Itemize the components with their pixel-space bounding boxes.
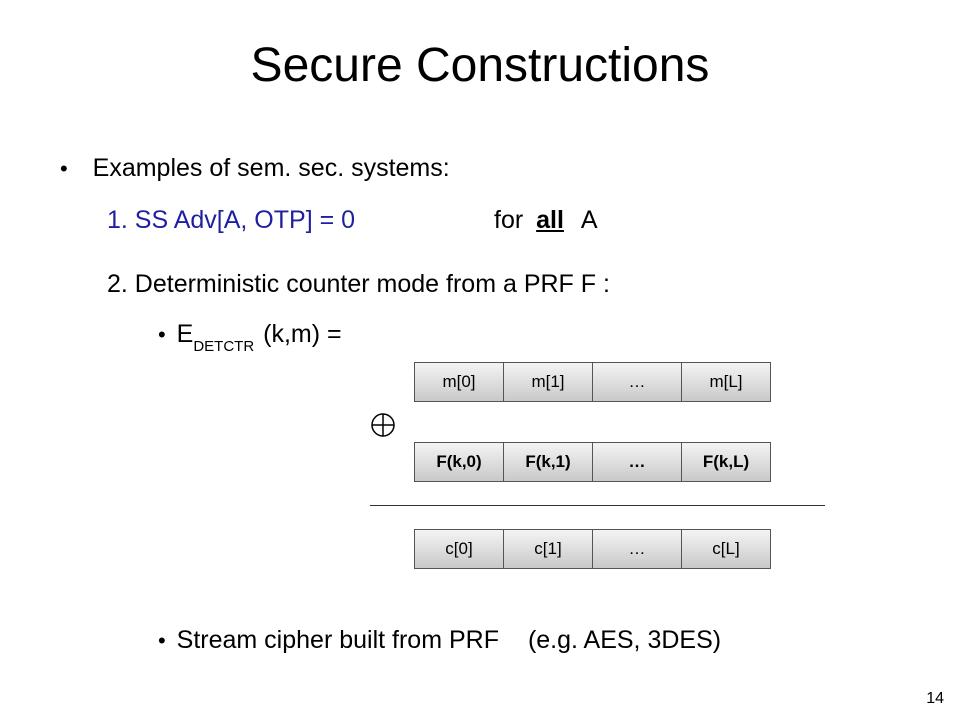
cipher-cell: … [592, 529, 682, 569]
prf-cell: F(k,1) [503, 442, 593, 482]
message-cell: … [592, 362, 682, 402]
item-1: 1. SS Adv[A, OTP] = 0 [107, 204, 355, 236]
prf-cell: F(k,0) [414, 442, 504, 482]
item-1-all: all [536, 206, 564, 234]
stream-cipher-examples: (e.g. AES, 3DES) [527, 626, 722, 654]
cipher-row: c[0] c[1] … c[L] [414, 529, 771, 569]
enc-subscript: DETCTR [193, 338, 255, 355]
message-row: m[0] m[1] … m[L] [414, 362, 771, 402]
message-cell: m[1] [503, 362, 593, 402]
message-cell: m[0] [414, 362, 504, 402]
sum-line [370, 505, 825, 506]
slide-title: Secure Constructions [250, 39, 710, 92]
enc-args: (k,m) = [263, 320, 342, 348]
page-number: 14 [926, 690, 944, 707]
enc-definition: • EDETCTR (k,m) = [158, 318, 342, 355]
bullet-dot: • [60, 156, 68, 181]
prf-cell: F(k,L) [681, 442, 771, 482]
xor-icon [371, 413, 395, 437]
item-1-quantifier: for all A [494, 204, 598, 236]
item-1-A: A [580, 206, 598, 234]
bullet-examples-text: Examples of sem. sec. systems: [92, 154, 450, 182]
item-2-text: 2. Deterministic counter mode from a PRF… [107, 270, 610, 298]
item-2: 2. Deterministic counter mode from a PRF… [107, 268, 610, 300]
bullet-dot: • [158, 322, 166, 347]
prf-cell: … [592, 442, 682, 482]
cipher-cell: c[0] [414, 529, 504, 569]
bullet-examples: • Examples of sem. sec. systems: [60, 152, 450, 185]
cipher-cell: c[L] [681, 529, 771, 569]
message-cell: m[L] [681, 362, 771, 402]
stream-cipher-bullet: • Stream cipher built from PRF (e.g. AES… [158, 624, 721, 657]
item-1-for: for [494, 206, 524, 234]
stream-cipher-text: Stream cipher built from PRF [176, 626, 499, 654]
prf-row: F(k,0) F(k,1) … F(k,L) [414, 442, 771, 482]
item-1-text: 1. SS Adv[A, OTP] = 0 [107, 206, 356, 234]
bullet-dot: • [158, 628, 166, 653]
enc-E: E [176, 320, 194, 348]
cipher-cell: c[1] [503, 529, 593, 569]
